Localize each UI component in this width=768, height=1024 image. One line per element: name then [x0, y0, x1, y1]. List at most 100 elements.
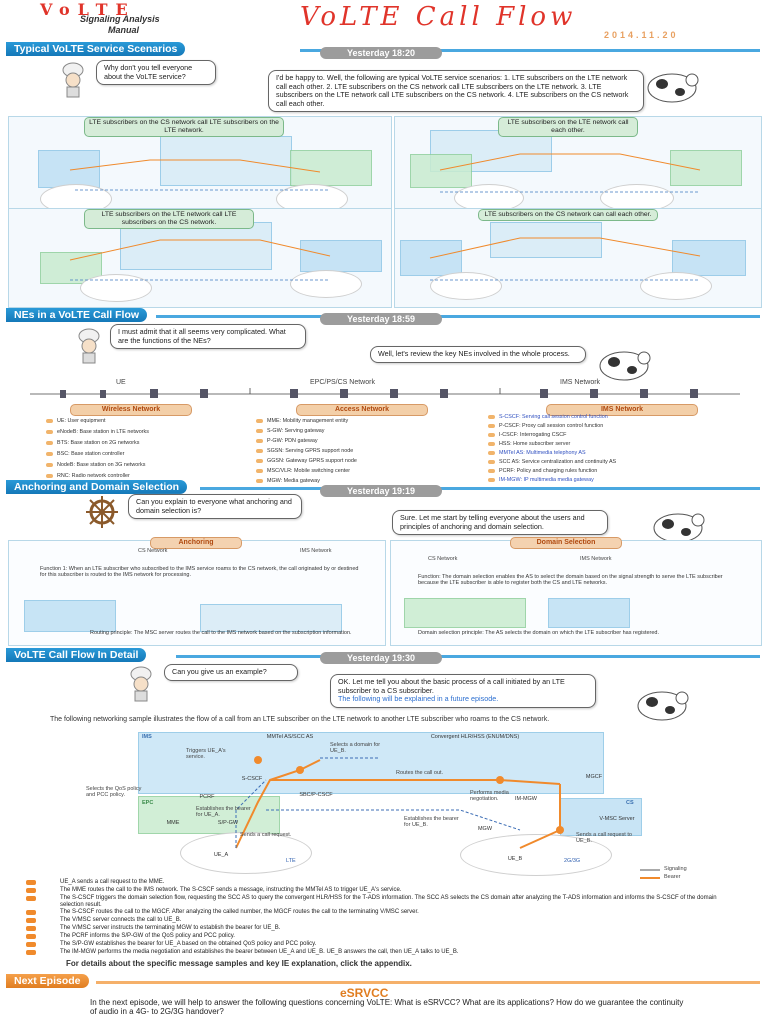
list-item: IM-MGW: IP multimedia media gateway — [488, 477, 594, 484]
ims-network-area — [120, 222, 272, 270]
cartoon-cow-icon — [634, 684, 690, 724]
epc-network-area — [404, 598, 526, 628]
list-item: P-GW: PDN gateway — [256, 438, 318, 445]
ne-topology-line — [30, 388, 740, 398]
date-label: 2014.11.20 — [604, 30, 679, 40]
step-number — [26, 888, 36, 893]
step-text: The V/MSC server instructs the terminati… — [60, 925, 281, 931]
answer-bubble: OK. Let me tell you about the basic proc… — [330, 674, 596, 708]
epc-domain-area — [138, 796, 280, 834]
list-item: eNodeB: Base station in LTE networks — [46, 429, 149, 436]
anchoring-function-text: Function 1: When an LTE subscriber who s… — [40, 566, 359, 578]
section-banner-next: Next Episode — [6, 974, 89, 988]
list-item: MGW: Media gateway — [256, 478, 320, 485]
scenario-signaling-lines — [69, 153, 701, 281]
flow-label-2: Triggers UE_A's service. — [186, 748, 226, 760]
flow-label-3: Selects a domain for UE_B. — [330, 742, 381, 754]
step-text: The MME routes the call to the IMS netwo… — [60, 887, 402, 893]
step-text: The S-CSCF triggers the domain selection… — [60, 895, 717, 908]
list-item: S-CSCF: Serving call session control fun… — [488, 414, 608, 421]
callflow-intro: The following networking sample illustra… — [50, 716, 550, 723]
legend-bearer: Bearer — [664, 874, 681, 880]
anchoring-header: Anchoring — [150, 537, 242, 549]
pcrf-node: PCRF — [199, 794, 215, 800]
list-item: I-CSCF: Interrogating CSCF — [488, 432, 566, 439]
ims-tag: IMS — [142, 734, 152, 740]
step-number — [26, 950, 36, 955]
epc-network-area — [410, 154, 472, 188]
step-number — [26, 918, 36, 923]
cartoon-cow-icon — [650, 506, 706, 546]
domain-selection-header: Domain Selection — [510, 537, 622, 549]
list-item: SGSN: Serving GPRS support node — [256, 448, 353, 455]
section-banner-callflow: VoLTE Call Flow In Detail — [6, 648, 147, 662]
hlr-node: Convergent HLR/HSS (ENUM/DNS) — [430, 734, 520, 740]
banner-rule — [156, 315, 760, 318]
cloud-shape — [640, 272, 712, 300]
ims-domain-area — [138, 732, 604, 794]
timestamp: Yesterday 19:19 — [320, 485, 442, 497]
ims-network-label: IMS Network — [560, 379, 601, 386]
question-bubble: Why don't you tell everyone about the Vo… — [96, 60, 216, 86]
cs-network-area — [24, 600, 116, 632]
step-text: The S-CSCF routes the call to the MGCF. … — [60, 909, 419, 915]
banner-rule — [200, 487, 760, 490]
list-item: HSS: Home subscriber server — [488, 441, 570, 448]
legend-signaling: Signaling — [664, 866, 687, 872]
step-text: The IM-MGW performs the media negotiatio… — [60, 949, 459, 955]
imgw-node: IM-MGW — [515, 796, 537, 802]
cloud-shape — [430, 272, 502, 300]
mme-node: MME — [166, 820, 180, 826]
scenario-label-3: LTE subscribers on the LTE network call … — [84, 209, 254, 229]
logo-subtitle-2: Manual — [108, 25, 140, 35]
flow-label-6: Establishes the bearer for UE_A. — [196, 806, 251, 818]
section-banner-nes: NEs in a VoLTE Call Flow — [6, 308, 148, 322]
list-item: PCRF: Policy and charging rules function — [488, 468, 597, 475]
epc-network-label: EPC/PS/CS Network — [310, 379, 375, 386]
cartoon-cow-icon — [644, 66, 700, 106]
cloud-shape — [80, 274, 152, 302]
cs-domain-area — [560, 798, 642, 836]
ims-network-label: IMS Network — [580, 556, 612, 562]
banner-rule — [300, 49, 760, 52]
scscf-node: S-CSCF — [241, 776, 263, 782]
page-title: VoLTE Call Flow — [300, 2, 577, 32]
step-number — [26, 910, 36, 915]
header: VoLTE Signaling Analysis Manual VoLTE Ca… — [0, 0, 768, 40]
answer-bubble: I'd be happy to. Well, the following are… — [268, 70, 644, 113]
step-text: UE_A sends a call request to the MME. — [60, 879, 165, 885]
mgcf-node: MGCF — [585, 774, 603, 780]
ue-b-node: UE_B — [507, 856, 523, 862]
answer-text: OK. Let me tell you about the basic proc… — [338, 677, 565, 695]
scenario-label-2: LTE subscribers on the LTE network call … — [498, 117, 638, 137]
list-item: MMTel AS: Multimedia telephony AS — [488, 450, 586, 457]
anchoring-routing-text: Routing principle: The MSC server routes… — [90, 630, 352, 636]
column-header-wireless: Wireless Network — [70, 404, 192, 416]
list-item: SCC AS: Service centralization and conti… — [488, 459, 616, 466]
list-item: BSC: Base station controller — [46, 451, 124, 458]
sbc-node: SBC/P-CSCF — [299, 792, 333, 798]
mmtel-node: MMTel AS/SCC AS — [266, 734, 314, 740]
step-number — [26, 896, 36, 901]
flow-label-7: Performs media negotiation. — [470, 790, 509, 802]
step-number — [26, 880, 36, 885]
question-bubble: Can you give us an example? — [164, 664, 298, 681]
domain-function-text: Function: The domain selection enables t… — [418, 574, 723, 586]
timestamp: Yesterday 19:30 — [320, 652, 442, 664]
cloud-shape — [290, 270, 362, 298]
step-number — [26, 934, 36, 939]
domain-selection-panel — [390, 540, 762, 646]
list-item: BTS: Base station on 2G networks — [46, 440, 139, 447]
cartoon-chef-icon — [58, 60, 88, 98]
scenario-label-4: LTE subscribers on the CS network can ca… — [478, 209, 658, 221]
step-number — [26, 926, 36, 931]
cs-network-area — [38, 150, 100, 188]
ims-network-area — [200, 604, 342, 632]
next-episode-text: In the next episode, we will help to ans… — [90, 998, 684, 1017]
appendix-link[interactable]: For details about the specific message s… — [66, 959, 412, 968]
ims-network-area — [490, 222, 602, 258]
ims-network-label: IMS Network — [300, 548, 332, 554]
list-item: NodeB: Base station on 3G networks — [46, 462, 145, 469]
cs-network-label: CS Network — [428, 556, 458, 562]
app-logo: VoLTE — [40, 0, 136, 19]
